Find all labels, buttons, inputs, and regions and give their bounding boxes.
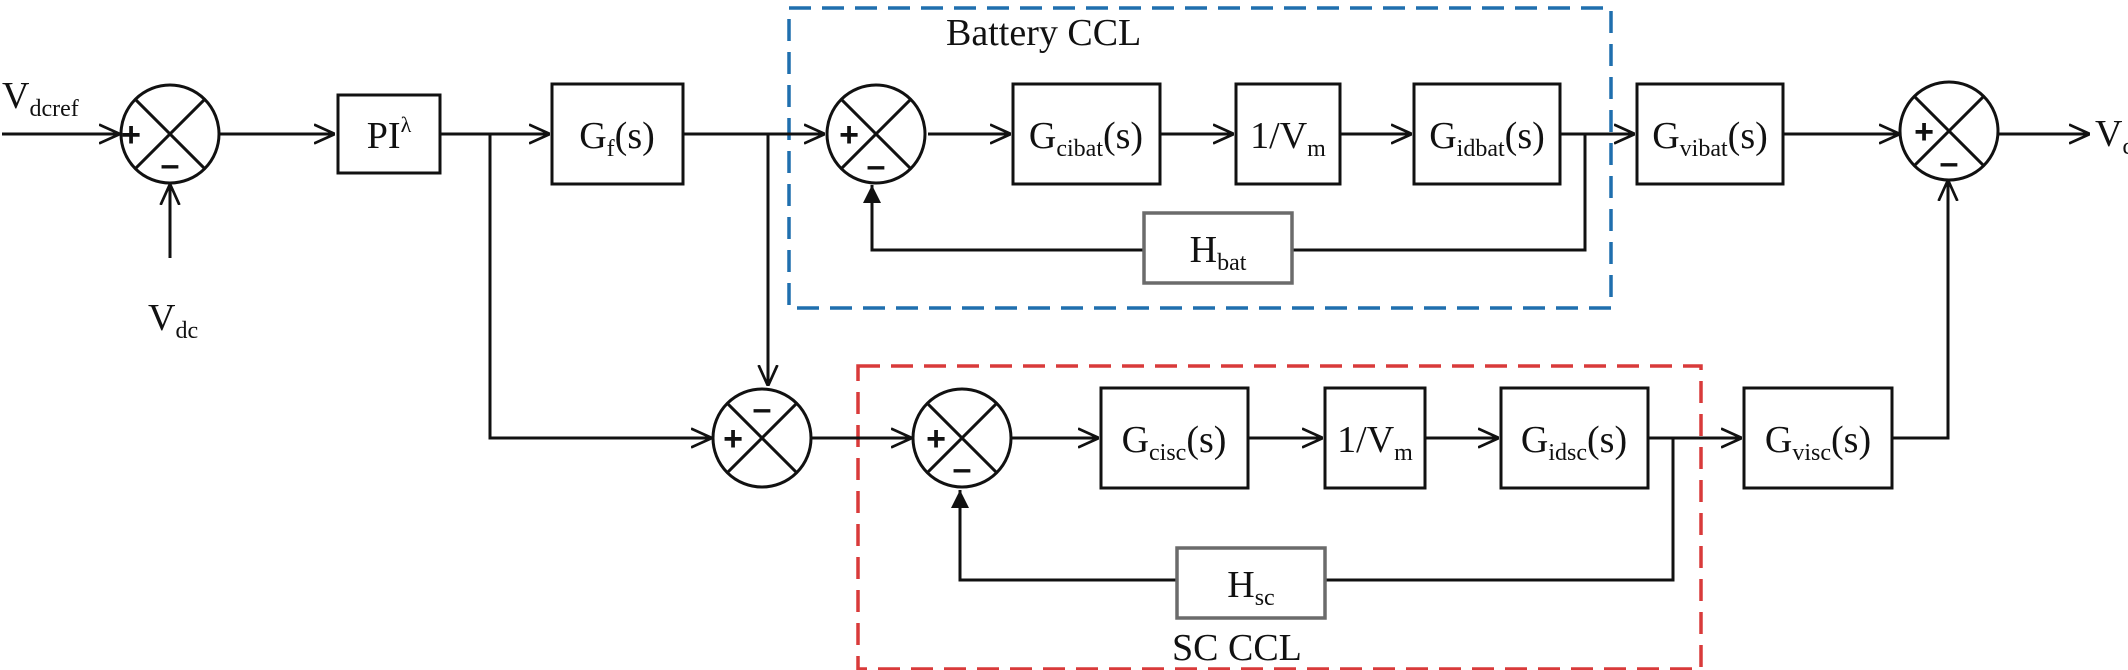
block-hbat: Hbat	[1142, 211, 1294, 285]
svg-text:Gidbat(s): Gidbat(s)	[1429, 115, 1545, 162]
block-vm-sc: 1/Vm	[1323, 386, 1427, 490]
vdc-output-label: Vdc	[2095, 113, 2128, 160]
block-gvibat: Gvibat(s)	[1635, 82, 1785, 186]
svg-text:Gvibat(s): Gvibat(s)	[1652, 115, 1768, 162]
sc-ccl-box	[856, 364, 1703, 670]
svg-text:Gidsc(s): Gidsc(s)	[1521, 419, 1627, 466]
signal-wires	[2, 134, 2090, 582]
sum-junction-battery: + –	[825, 83, 927, 185]
block-gidsc: Gidsc(s)	[1499, 386, 1650, 490]
block-vm-bat: 1/Vm	[1234, 82, 1342, 186]
sum-sc-plus-sign: +	[926, 420, 946, 458]
block-gidbat: Gidbat(s)	[1412, 82, 1562, 186]
sum-bat-minus-sign: –	[867, 147, 886, 185]
sum-split-minus-sign: –	[753, 390, 772, 428]
block-gf: Gf(s)	[550, 82, 685, 186]
svg-text:1/Vm: 1/Vm	[1337, 419, 1413, 466]
sum-out-plus-sign: +	[1914, 113, 1934, 151]
sum-out-minus-sign: –	[1940, 144, 1959, 182]
sum-split-plus-sign: +	[723, 420, 743, 458]
block-gcisc: Gcisc(s)	[1099, 386, 1250, 490]
svg-text:Gf(s): Gf(s)	[579, 115, 655, 162]
sum-junction-sc: + –	[911, 387, 1013, 489]
battery-ccl-label: Battery CCL	[946, 12, 1141, 54]
svg-text:Hbat: Hbat	[1190, 229, 1247, 276]
svg-text:Gcibat(s): Gcibat(s)	[1029, 115, 1143, 162]
svg-text:PIλ: PIλ	[367, 112, 412, 157]
block-hsc: Hsc	[1175, 546, 1327, 620]
sum-sc-minus-sign: –	[953, 450, 972, 488]
battery-ccl-box	[787, 6, 1613, 310]
sum1-minus-sign: –	[161, 146, 180, 184]
svg-text:Gcisc(s): Gcisc(s)	[1122, 419, 1227, 466]
sum-junction-1: + –	[119, 83, 221, 185]
block-pi: PIλ	[336, 93, 442, 175]
svg-text:Hsc: Hsc	[1227, 564, 1274, 611]
sum-junction-output: + –	[1898, 80, 2000, 182]
vdcref-input-label: Vdcref	[2, 75, 79, 122]
svg-text:1/Vm: 1/Vm	[1250, 115, 1326, 162]
block-gvisc: Gvisc(s)	[1742, 386, 1894, 490]
svg-text:Gvisc(s): Gvisc(s)	[1765, 419, 1871, 466]
sc-ccl-label: SC CCL	[1172, 627, 1302, 669]
sum-junction-split: + –	[711, 387, 813, 489]
sum1-plus-sign: +	[121, 116, 141, 154]
block-gcibat: Gcibat(s)	[1011, 82, 1162, 186]
sum-bat-plus-sign: +	[839, 116, 859, 154]
vdc-feedback-label: Vdc	[148, 297, 198, 344]
